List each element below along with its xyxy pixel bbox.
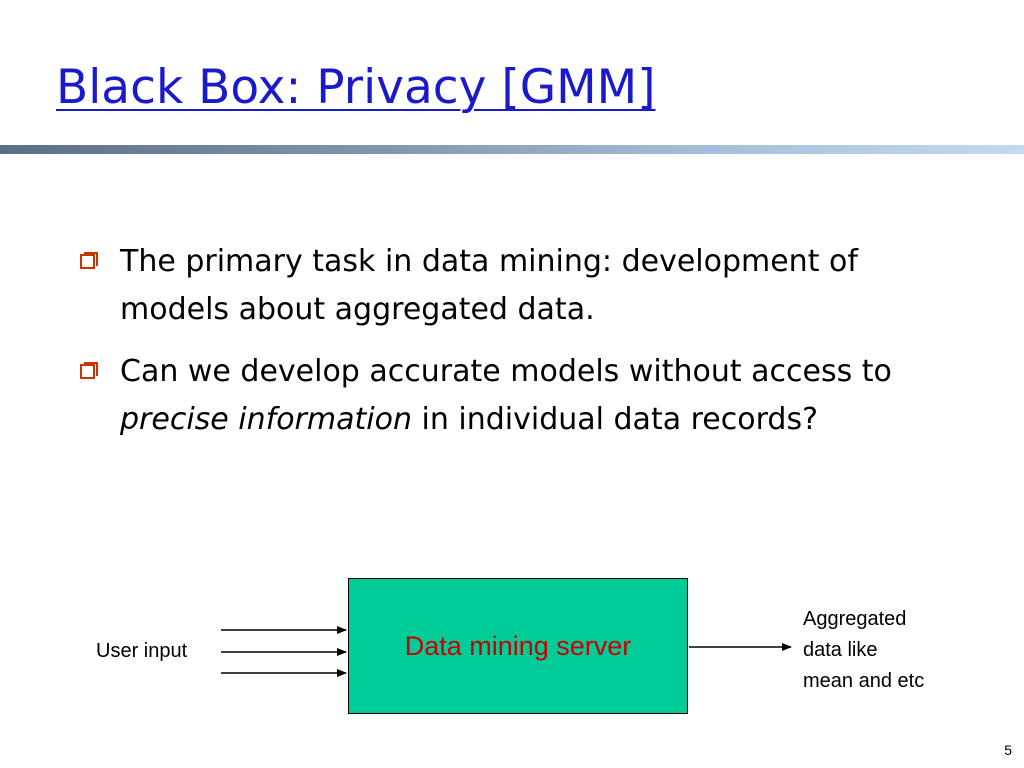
title-divider-bar	[0, 145, 1024, 154]
bullet-item: Can we develop accurate models without a…	[78, 348, 908, 444]
bullet-item: The primary task in data mining: develop…	[78, 238, 908, 334]
hollow-square-bullet-icon	[80, 252, 98, 270]
bullet-text: Can we develop accurate models without a…	[120, 354, 892, 437]
bullet-text-after: in individual data records?	[411, 402, 819, 437]
bullet-list: The primary task in data mining: develop…	[78, 238, 908, 458]
bullet-text-before: Can we develop accurate models without a…	[120, 354, 892, 389]
bullet-text-emphasis: precise information	[120, 402, 412, 437]
bullet-text: The primary task in data mining: develop…	[120, 244, 858, 327]
page-number: 5	[1004, 742, 1012, 758]
output-label-line: Aggregated	[803, 608, 907, 630]
hollow-square-bullet-icon	[80, 362, 98, 380]
black-box-diagram: User input Data mining server Aggregated…	[0, 560, 1024, 730]
server-label: Data mining server	[404, 630, 632, 661]
slide-title: Black Box: Privacy [GMM]	[56, 60, 656, 115]
user-input-label: User input	[96, 640, 188, 662]
diagram-arrows	[221, 626, 792, 677]
data-mining-server-box: Data mining server	[348, 578, 688, 714]
output-label-line: mean and etc	[803, 670, 925, 692]
output-label-line: data like	[803, 639, 878, 661]
aggregated-output-label: Aggregated data like mean and etc	[803, 604, 924, 697]
